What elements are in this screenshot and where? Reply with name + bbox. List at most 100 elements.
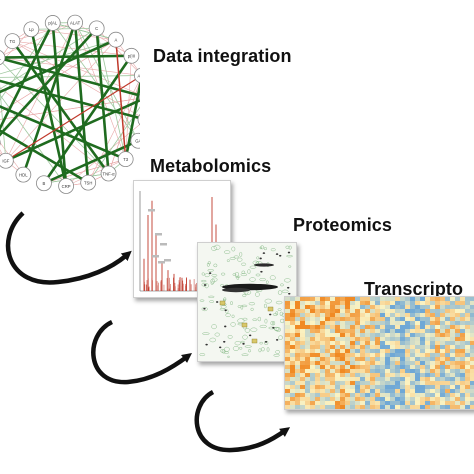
- heatmap-cell: [325, 345, 331, 350]
- heatmap-cell: [470, 353, 474, 358]
- gel-marker: [241, 322, 248, 328]
- heatmap-cell: [340, 321, 346, 326]
- heatmap-cell: [455, 385, 461, 390]
- heatmap-cell: [435, 365, 441, 370]
- heatmap-cell: [285, 361, 291, 366]
- heatmap-cell: [365, 377, 371, 382]
- heatmap-cell: [315, 361, 321, 366]
- gel-spot: [213, 263, 218, 268]
- heatmap-cell: [395, 341, 401, 346]
- heatmap-cell: [350, 313, 356, 318]
- heatmap-cell: [410, 333, 416, 338]
- heatmap-cell: [440, 325, 446, 330]
- heatmap-cell: [375, 317, 381, 322]
- heatmap-cell: [410, 313, 416, 318]
- heatmap-cell: [380, 297, 386, 302]
- heatmap-cell: [285, 317, 291, 322]
- heatmap-cell: [345, 345, 351, 350]
- heatmap-cell: [465, 393, 471, 398]
- heatmap-cell: [405, 325, 411, 330]
- gel-marker: [219, 300, 226, 306]
- heatmap-cell: [305, 393, 311, 398]
- heatmap-cell: [350, 377, 356, 382]
- gel-spot: [261, 347, 265, 352]
- heatmap-cell: [345, 389, 351, 394]
- heatmap-cell: [370, 389, 376, 394]
- heatmap-cell: [330, 377, 336, 382]
- heatmap-cell: [430, 397, 436, 402]
- heatmap-cell: [345, 325, 351, 330]
- heatmap-cell: [340, 317, 346, 322]
- heatmap-cell: [460, 333, 466, 338]
- network-diagram: p(ALALATCAp(IIIAL-1GHIL6GAT3TNF-αTSHCRPB…: [0, 14, 140, 194]
- network-node: T3: [117, 151, 134, 168]
- gel-spot: [265, 280, 269, 284]
- heatmap-cell: [295, 405, 301, 409]
- heatmap-cell: [470, 393, 474, 398]
- heatmap-cell: [355, 321, 361, 326]
- heatmap-cell: [370, 305, 376, 310]
- heatmap-cell: [390, 297, 396, 302]
- heatmap-cell: [430, 393, 436, 398]
- heatmap-cell: [420, 385, 426, 390]
- heatmap-cell: [415, 317, 421, 322]
- network-nodes: p(ALALATCAp(IIIAL-1GHIL6GAT3TNF-αTSHCRPB…: [0, 14, 140, 194]
- network-edge: [74, 22, 126, 160]
- gel-spot: [244, 345, 252, 348]
- heatmap-cell: [415, 305, 421, 310]
- heatmap-cell: [425, 365, 431, 370]
- heatmap-cell: [355, 305, 361, 310]
- gel-spot: [288, 245, 292, 250]
- heatmap-cell: [405, 313, 411, 318]
- heatmap-cell: [405, 357, 411, 362]
- heatmap-cell: [430, 361, 436, 366]
- network-edge: [0, 39, 117, 75]
- heatmap-cell: [345, 297, 351, 302]
- heatmap-cell: [375, 345, 381, 350]
- heatmap-cell: [325, 389, 331, 394]
- heatmap-cell: [390, 385, 396, 390]
- gel-spot: [218, 346, 222, 349]
- heatmap-cell: [405, 353, 411, 358]
- heatmap-cell: [440, 309, 446, 314]
- heatmap-cell: [400, 321, 406, 326]
- heatmap-cell: [345, 361, 351, 366]
- network-edge: [11, 40, 110, 175]
- heatmap-cell: [465, 321, 471, 326]
- heatmap-cell: [435, 297, 441, 302]
- heatmap-cell: [350, 357, 356, 362]
- heatmap-cell: [305, 353, 311, 358]
- heatmap-cell: [445, 301, 451, 306]
- heatmap-cell: [360, 333, 366, 338]
- heatmap-cell: [330, 373, 336, 378]
- heatmap-cell: [405, 329, 411, 334]
- heatmap-cell: [365, 357, 371, 362]
- gel-marker: [251, 338, 258, 344]
- heatmap-cell: [445, 309, 451, 314]
- heatmap-cell: [285, 345, 291, 350]
- heatmap-cell: [350, 301, 356, 306]
- heatmap-cell: [385, 309, 391, 314]
- heatmap-cell: [380, 357, 386, 362]
- gel-spot: [288, 265, 292, 268]
- heatmap-cell: [350, 373, 356, 378]
- heatmap-cell: [395, 345, 401, 350]
- heatmap-cell: [410, 365, 416, 370]
- heatmap-cell: [455, 321, 461, 326]
- heatmap-cell: [415, 397, 421, 402]
- heatmap-cell: [305, 373, 311, 378]
- heatmap-cell: [365, 337, 371, 342]
- heatmap-cell: [325, 309, 331, 314]
- gel-spot: [241, 262, 247, 266]
- heatmap-cell: [425, 349, 431, 354]
- heatmap-cell: [415, 313, 421, 318]
- heatmap-cell: [435, 377, 441, 382]
- heatmap-cell: [330, 361, 336, 366]
- gel-spot: [288, 292, 291, 295]
- heatmap-cell: [335, 401, 341, 406]
- gel-spot: [239, 251, 243, 257]
- heatmap-cell: [350, 385, 356, 390]
- heatmap-cell: [465, 389, 471, 394]
- heatmap-cell: [285, 377, 291, 382]
- heatmap-cell: [390, 369, 396, 374]
